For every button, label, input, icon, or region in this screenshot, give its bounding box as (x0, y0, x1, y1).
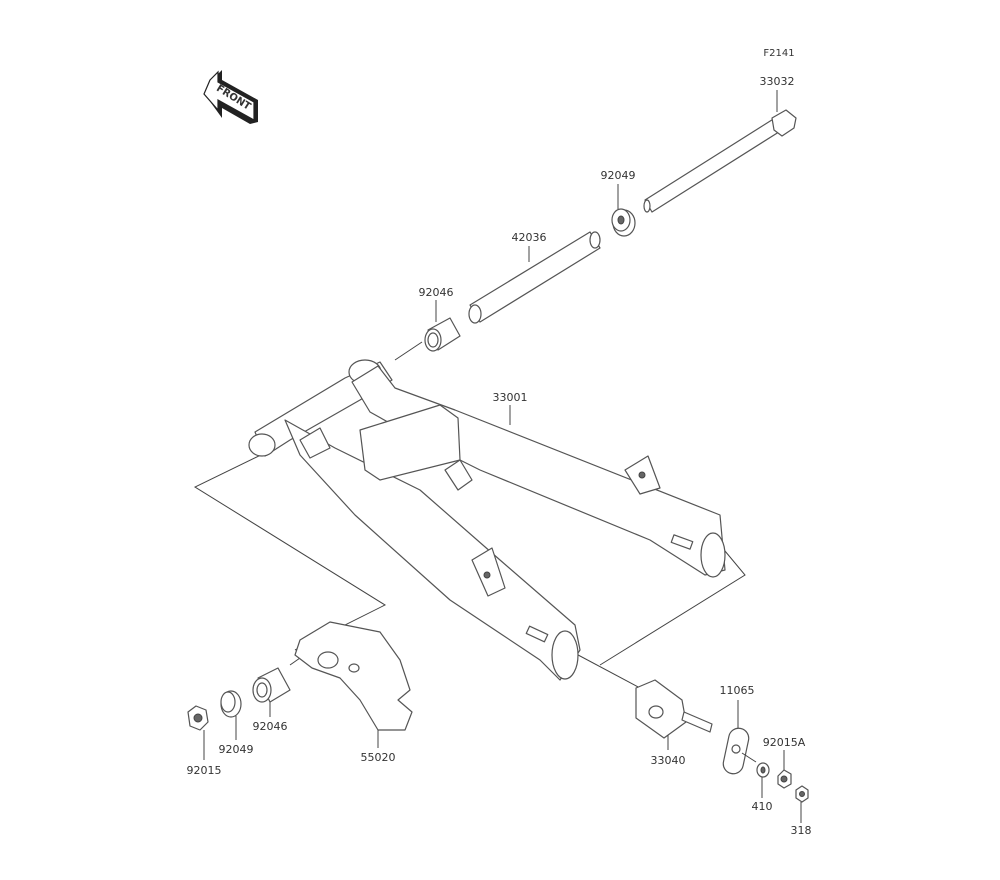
pivot-shaft-33032 (643, 90, 797, 213)
sleeve-42036 (468, 231, 601, 324)
label-33032: 33032 (760, 75, 795, 88)
washer-410 (756, 762, 770, 798)
collar-92049-top (611, 184, 636, 237)
nut-318 (795, 785, 809, 823)
label-92049-top: 92049 (601, 169, 636, 182)
bearing-92046-left (252, 667, 291, 717)
label-33001: 33001 (493, 391, 528, 404)
label-92015-left: 92015 (187, 764, 222, 777)
swing-arm-33001 (248, 359, 726, 681)
label-410: 410 (752, 800, 773, 813)
nut-92015-left (187, 705, 209, 760)
bearing-92046-top (424, 300, 461, 352)
label-11065: 11065 (720, 684, 755, 697)
label-92046-top: 92046 (419, 286, 454, 299)
chain-guide-55020 (294, 621, 413, 748)
label-92049-left: 92049 (219, 743, 254, 756)
label-92046-left: 92046 (253, 720, 288, 733)
collar-92049-left (220, 690, 242, 740)
label-318: 318 (791, 824, 812, 837)
label-92015A: 92015A (763, 736, 806, 749)
plate-11065 (722, 700, 757, 775)
figure-code: F2141 (763, 48, 794, 59)
front-arrow-icon: FRONT (203, 70, 258, 124)
nut-92015A (777, 750, 792, 789)
label-42036: 42036 (512, 231, 547, 244)
label-33040: 33040 (651, 754, 686, 767)
label-55020: 55020 (361, 751, 396, 764)
chain-adjuster-33040 (635, 679, 713, 750)
